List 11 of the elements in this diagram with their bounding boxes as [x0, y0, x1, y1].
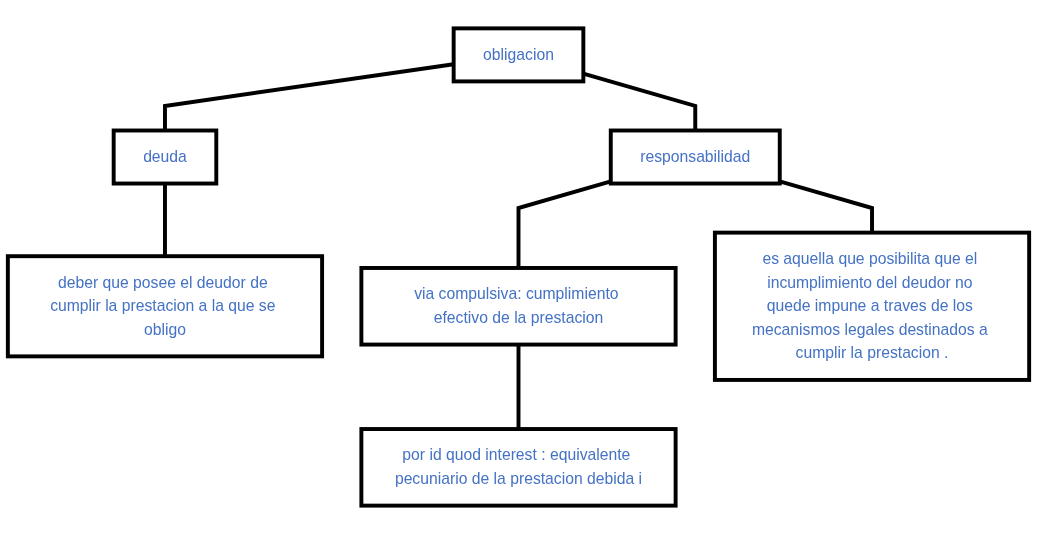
- node-box: via compulsiva: cumplimiento efectivo de la prestacion: [359, 266, 678, 347]
- connector: [163, 183, 167, 257]
- node-box: es aquella que posibilita que el incumplimiento del deudor no quede impune a traves de los mecanismos legales destinados a cumplir la prestacion .: [712, 230, 1032, 382]
- node-box: obligacion: [451, 26, 586, 84]
- node-box: deuda: [111, 128, 219, 186]
- node-box: responsabilidad: [608, 128, 782, 186]
- node-box: deber que posee el deudor de cumplir la prestacion a la que se obligo: [5, 254, 325, 359]
- node-box: por id quod interest : equivalente pecuniario de la prestacion debida i: [359, 427, 678, 508]
- connector: [516, 344, 521, 430]
- connector: [779, 179, 874, 233]
- connector: [516, 179, 612, 268]
